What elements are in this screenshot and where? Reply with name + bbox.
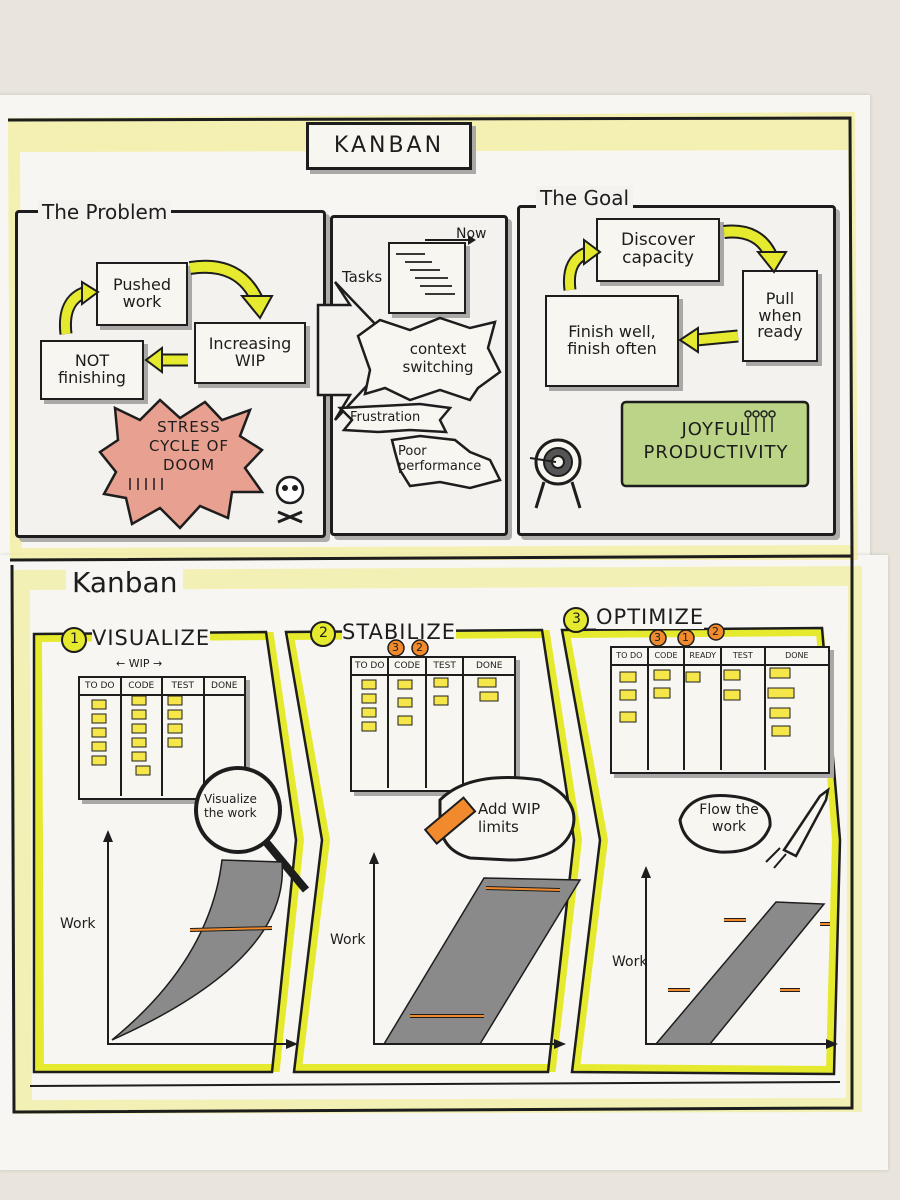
board3-col-ready: READY [685,648,723,664]
board2-col-test: TEST [427,658,465,674]
board-3: TO DO CODE READY TEST DONE [610,646,830,774]
pushed-work-box: Pushed work [96,262,188,326]
step2-bubble-label: Add WIP limits [478,800,541,836]
flow-chart-1 [103,830,298,1049]
goal-heading: The Goal [536,186,634,210]
step3-number: 3 [572,611,581,627]
target-icon [529,438,582,509]
step1-circle [61,627,87,653]
finish-often-label: Finish well, finish often [567,322,657,358]
wip-label: ← WIP → [116,657,163,670]
step1-number: 1 [70,631,79,647]
step1-name: VISUALIZE [92,626,211,650]
pushed-work-label: Pushed work [113,275,171,311]
stress-burst [98,398,265,530]
pull-when-ready-label: Pull when ready [757,288,803,342]
skull-icon [275,475,305,505]
step2-number: 2 [319,625,328,641]
board1-col-todo: TO DO [80,678,122,694]
board1-col-done: DONE [211,681,238,691]
kanban-heading: Kanban [66,566,184,599]
not-finishing-box: NOT finishing [40,340,144,400]
board2-limit-test: 2 [416,641,423,654]
board2-col-done: DONE [475,661,503,671]
wip-label-text: WIP [128,657,150,670]
ruler-icon [423,796,477,845]
chart2-ylabel: Work [330,932,366,948]
context-switching-label: context switching [402,340,474,376]
step3-bubble-label: Flow the work [699,802,759,835]
stress-label: STRESS CYCLE OF DOOM [148,418,230,474]
board3-col-code: CODE [649,648,686,664]
chart3-ylabel: Work [612,954,648,970]
board1-col-code: CODE [122,678,163,694]
board1-col-test: TEST [163,678,205,694]
board2-col-code: CODE [389,658,427,674]
joyful-box [620,400,810,488]
now-label: Now [456,226,487,242]
chart1-ylabel: Work [60,916,96,932]
board3-col-done: DONE [785,651,809,660]
step2-circle [310,621,336,647]
frustration-label: Frustration [350,410,421,425]
increasing-wip-box: Increasing WIP [194,322,306,384]
board3-col-todo: TO DO [612,648,649,664]
board3-limit-test: 2 [712,625,719,638]
step1-bubble-label: Visualize the work [204,792,257,821]
discover-capacity-box: Discover capacity [596,218,720,282]
board3-col-test: TEST [722,648,766,664]
pull-when-ready-box: Pull when ready [742,270,818,362]
speech-bubble-3 [678,794,772,854]
increasing-wip-label: Increasing WIP [208,334,292,370]
rocket-icon [765,787,830,869]
flow-chart-2 [369,852,582,1049]
poor-performance-label: Poor performance [398,444,482,474]
tasks-label: Tasks [342,268,383,286]
discover-capacity-label: Discover capacity [621,230,695,268]
title-text: KANBAN [333,133,445,159]
board3-limit-code: 3 [654,631,661,644]
flow-chart-3 [641,866,838,1049]
joyful-label: JOYFUL PRODUCTIVITY [643,419,789,464]
board3-limit-ready: 1 [682,631,689,644]
step3-circle [563,607,589,633]
step3-name: OPTIMIZE [596,605,705,629]
not-finishing-label: NOT finishing [58,351,126,387]
board2-limit-code: 3 [392,641,399,654]
speech-bubble-2 [438,776,576,862]
problem-heading: The Problem [38,200,172,224]
title-box: KANBAN [306,122,472,170]
board2-col-todo: TO DO [352,658,390,674]
magnifier-icon [194,766,282,854]
finish-often-box: Finish well, finish often [545,295,679,387]
